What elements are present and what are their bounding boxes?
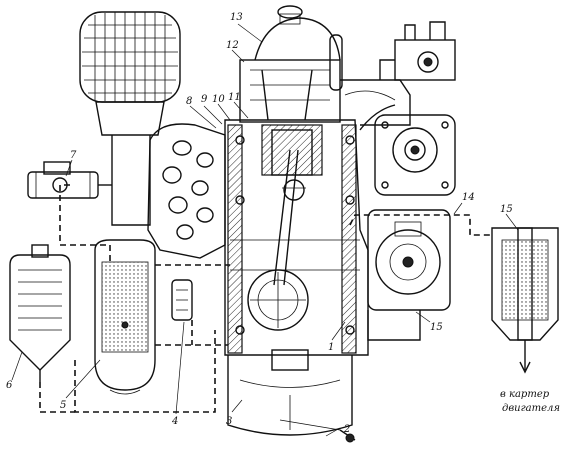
- callout-3: 3: [226, 416, 232, 427]
- oil-radiator: [94, 239, 156, 395]
- callout-8: 8: [186, 96, 192, 107]
- caption-line-1: в картер: [500, 389, 550, 400]
- generator: [367, 209, 451, 341]
- coarse-oil-filter: [9, 244, 71, 382]
- water-pump: [359, 104, 456, 196]
- callout-10: 10: [212, 94, 225, 105]
- callout-14: 14: [462, 192, 475, 203]
- callout-4: 4: [171, 416, 178, 427]
- callout-7: 7: [70, 150, 77, 161]
- callout-5: 5: [60, 400, 66, 411]
- air-filter: [79, 11, 181, 226]
- drain-caption: в картер двигателя: [500, 389, 560, 414]
- callout-2: 2: [343, 424, 350, 435]
- engine-block: [224, 5, 369, 356]
- fine-oil-filter: [491, 227, 559, 374]
- breather-valve: [27, 161, 112, 199]
- oil-pan: [227, 349, 356, 443]
- callout-11: 11: [228, 92, 241, 103]
- caption-line-2: двигателя: [502, 403, 560, 414]
- distributor: [379, 21, 456, 81]
- callout-12: 12: [226, 40, 239, 51]
- intake-manifold: [147, 123, 226, 259]
- callout-labels: 1 2 3 4 5 6 7 8 9 10 11 12 13 14 15 15: [6, 12, 513, 435]
- pressure-valve: [171, 279, 193, 321]
- callout-1: 1: [328, 342, 334, 353]
- leader-lines: [11, 23, 519, 437]
- callout-6: 6: [6, 380, 13, 391]
- callout-13: 13: [230, 12, 243, 23]
- oil-lines: [39, 184, 492, 413]
- callout-15-fine-filter: 15: [500, 204, 513, 215]
- callout-9: 9: [201, 94, 208, 105]
- callout-15-pipe: 15: [430, 322, 443, 333]
